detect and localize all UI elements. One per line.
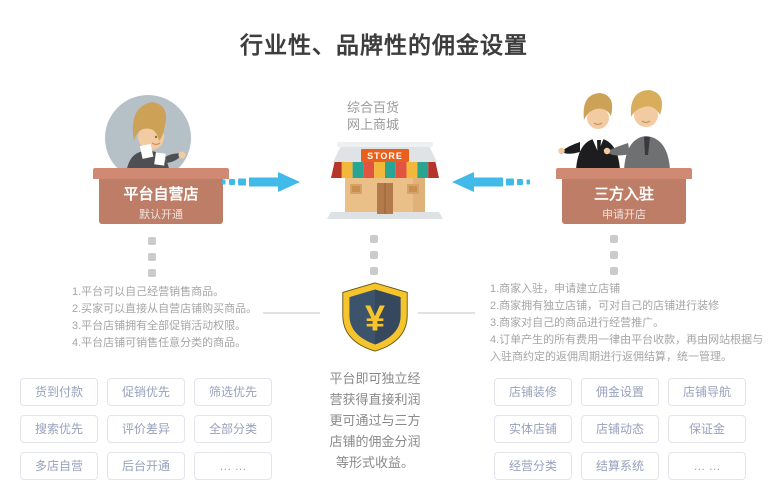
right-dotted-connector: [610, 235, 618, 275]
summary-line: 营获得直接利润: [329, 392, 421, 407]
left-podium-sublabel: 默认开通: [139, 209, 183, 221]
merchants-avatar: [558, 90, 670, 170]
summary-line: 更可通过与三方: [329, 413, 421, 428]
note-item: 4.平台店铺可销售任意分类的商品。: [72, 337, 247, 349]
left-dotted-connector: [148, 237, 156, 277]
center-dotted-connector: [370, 235, 378, 275]
feature-button[interactable]: 经营分类: [494, 452, 572, 480]
feature-button[interactable]: 结算系统: [581, 452, 659, 480]
feature-button[interactable]: 评价差异: [107, 415, 185, 443]
feature-grid-right: 店铺装修 佣金设置 店铺导航 实体店铺 店铺动态 保证金 经营分类 结算系统 ……: [494, 378, 746, 480]
right-podium-sublabel: 申请开店: [602, 209, 646, 221]
left-podium: 平台自营店 默认开通: [99, 179, 223, 224]
store-caption-line1: 综合百货: [346, 100, 399, 115]
feature-button[interactable]: 实体店铺: [494, 415, 572, 443]
right-podium-label: 三方入驻: [593, 186, 654, 203]
right-podium: 三方入驻 申请开店: [562, 179, 686, 224]
right-notes-list: 1.商家入驻，申请建立店铺 2.商家拥有独立店铺，可对自己的店铺进行装修 3.商…: [490, 281, 766, 366]
note-item: 2.商家拥有独立店铺，可对自己的店铺进行装修: [490, 300, 720, 312]
left-notes-list: 1.平台可以自己经营销售商品。 2.买家可以直接从自营店铺购买商品。 3.平台店…: [72, 284, 304, 352]
store-caption: 综合百货 网上商城: [318, 99, 428, 133]
feature-button[interactable]: 筛选优先: [194, 378, 272, 406]
summary-line: 等形式收益。: [335, 455, 414, 470]
store-caption-line2: 网上商城: [346, 117, 399, 132]
note-item: 3.平台店铺拥有全部促销活动权限。: [72, 320, 247, 332]
note-item: 1.平台可以自己经营销售商品。: [72, 286, 225, 298]
arrow-left-icon: [452, 172, 530, 192]
feature-button[interactable]: 货到付款: [20, 378, 98, 406]
note-item: 1.商家入驻，申请建立店铺: [490, 283, 621, 295]
summary-line: 店铺的佣金分润: [329, 434, 421, 449]
left-podium-top: [93, 168, 229, 179]
feature-button[interactable]: 店铺导航: [668, 378, 746, 406]
feature-button[interactable]: 全部分类: [194, 415, 272, 443]
arrow-right-icon: [222, 172, 300, 192]
note-item: 3.商家对自己的商品进行经营推广。: [490, 317, 665, 329]
summary-line: 平台即可独立经: [329, 371, 421, 386]
shield-icon: ¥: [342, 282, 408, 352]
feature-button[interactable]: 店铺装修: [494, 378, 572, 406]
yen-symbol: ¥: [365, 297, 385, 338]
feature-button[interactable]: 多店自营: [20, 452, 98, 480]
note-item: 2.买家可以直接从自营店铺购买商品。: [72, 303, 258, 315]
feature-button[interactable]: 促销优先: [107, 378, 185, 406]
summary-text: 平台即可独立经 营获得直接利润 更可通过与三方 店铺的佣金分润 等形式收益。: [310, 368, 440, 473]
page-title: 行业性、品牌性的佣金设置: [240, 32, 528, 58]
right-podium-top: [556, 168, 692, 179]
divider-line-left: [263, 312, 320, 314]
divider-line-right: [418, 312, 475, 314]
store-icon: STORE: [327, 142, 443, 219]
feature-button-more[interactable]: … …: [194, 452, 272, 480]
feature-button[interactable]: 佣金设置: [581, 378, 659, 406]
feature-button-more[interactable]: … …: [668, 452, 746, 480]
note-item: 4.订单产生的所有费用一律由平台收款，再由网站根据与入驻商约定的返佣周期进行返佣…: [490, 334, 764, 363]
feature-grid-left: 货到付款 促销优先 筛选优先 搜索优先 评价差异 全部分类 多店自营 后台开通 …: [20, 378, 272, 480]
feature-button[interactable]: 店铺动态: [581, 415, 659, 443]
feature-button[interactable]: 保证金: [668, 415, 746, 443]
store-sign-label: STORE: [367, 151, 403, 161]
feature-button[interactable]: 后台开通: [107, 452, 185, 480]
left-podium-label: 平台自营店: [123, 186, 199, 203]
feature-button[interactable]: 搜索优先: [20, 415, 98, 443]
